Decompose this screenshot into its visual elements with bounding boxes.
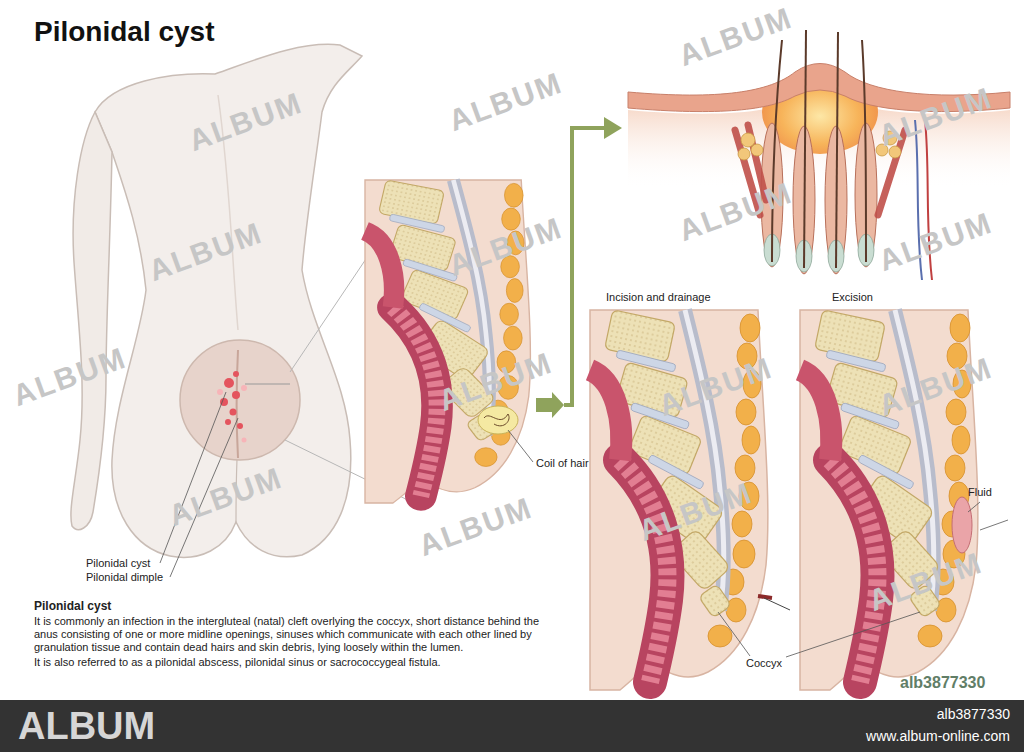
watermark: ALBUM (444, 66, 567, 138)
caption-block: Pilonidal cyst It is commonly an infectio… (34, 600, 546, 669)
page-title: Pilonidal cyst (34, 16, 215, 48)
watermark: ALBUM (8, 341, 131, 413)
callout-label: Pilonidal cyst (86, 557, 150, 570)
callout-label: Fluid (968, 486, 992, 499)
caption-heading: Pilonidal cyst (34, 600, 546, 613)
callout-label: Coil of hair (536, 457, 589, 470)
callout-label: Pilonidal dimple (86, 571, 163, 584)
caption-text: It is also referred to as a pilonidal ab… (34, 656, 546, 669)
section-heading: Incision and drainage (606, 291, 711, 304)
callout-label: Coccyx (746, 657, 782, 670)
watermark: ALBUM (874, 206, 997, 278)
watermark: ALBUM (674, 1, 797, 73)
section-heading: Excision (832, 291, 873, 304)
brand-logo: ALBUM (18, 704, 155, 750)
image-id: alb3877330 (900, 673, 985, 692)
website-url: www.album-online.com (866, 728, 1010, 745)
caption-text: It is commonly an infection in the inter… (34, 615, 546, 654)
image-id: alb3877330 (937, 706, 1010, 723)
